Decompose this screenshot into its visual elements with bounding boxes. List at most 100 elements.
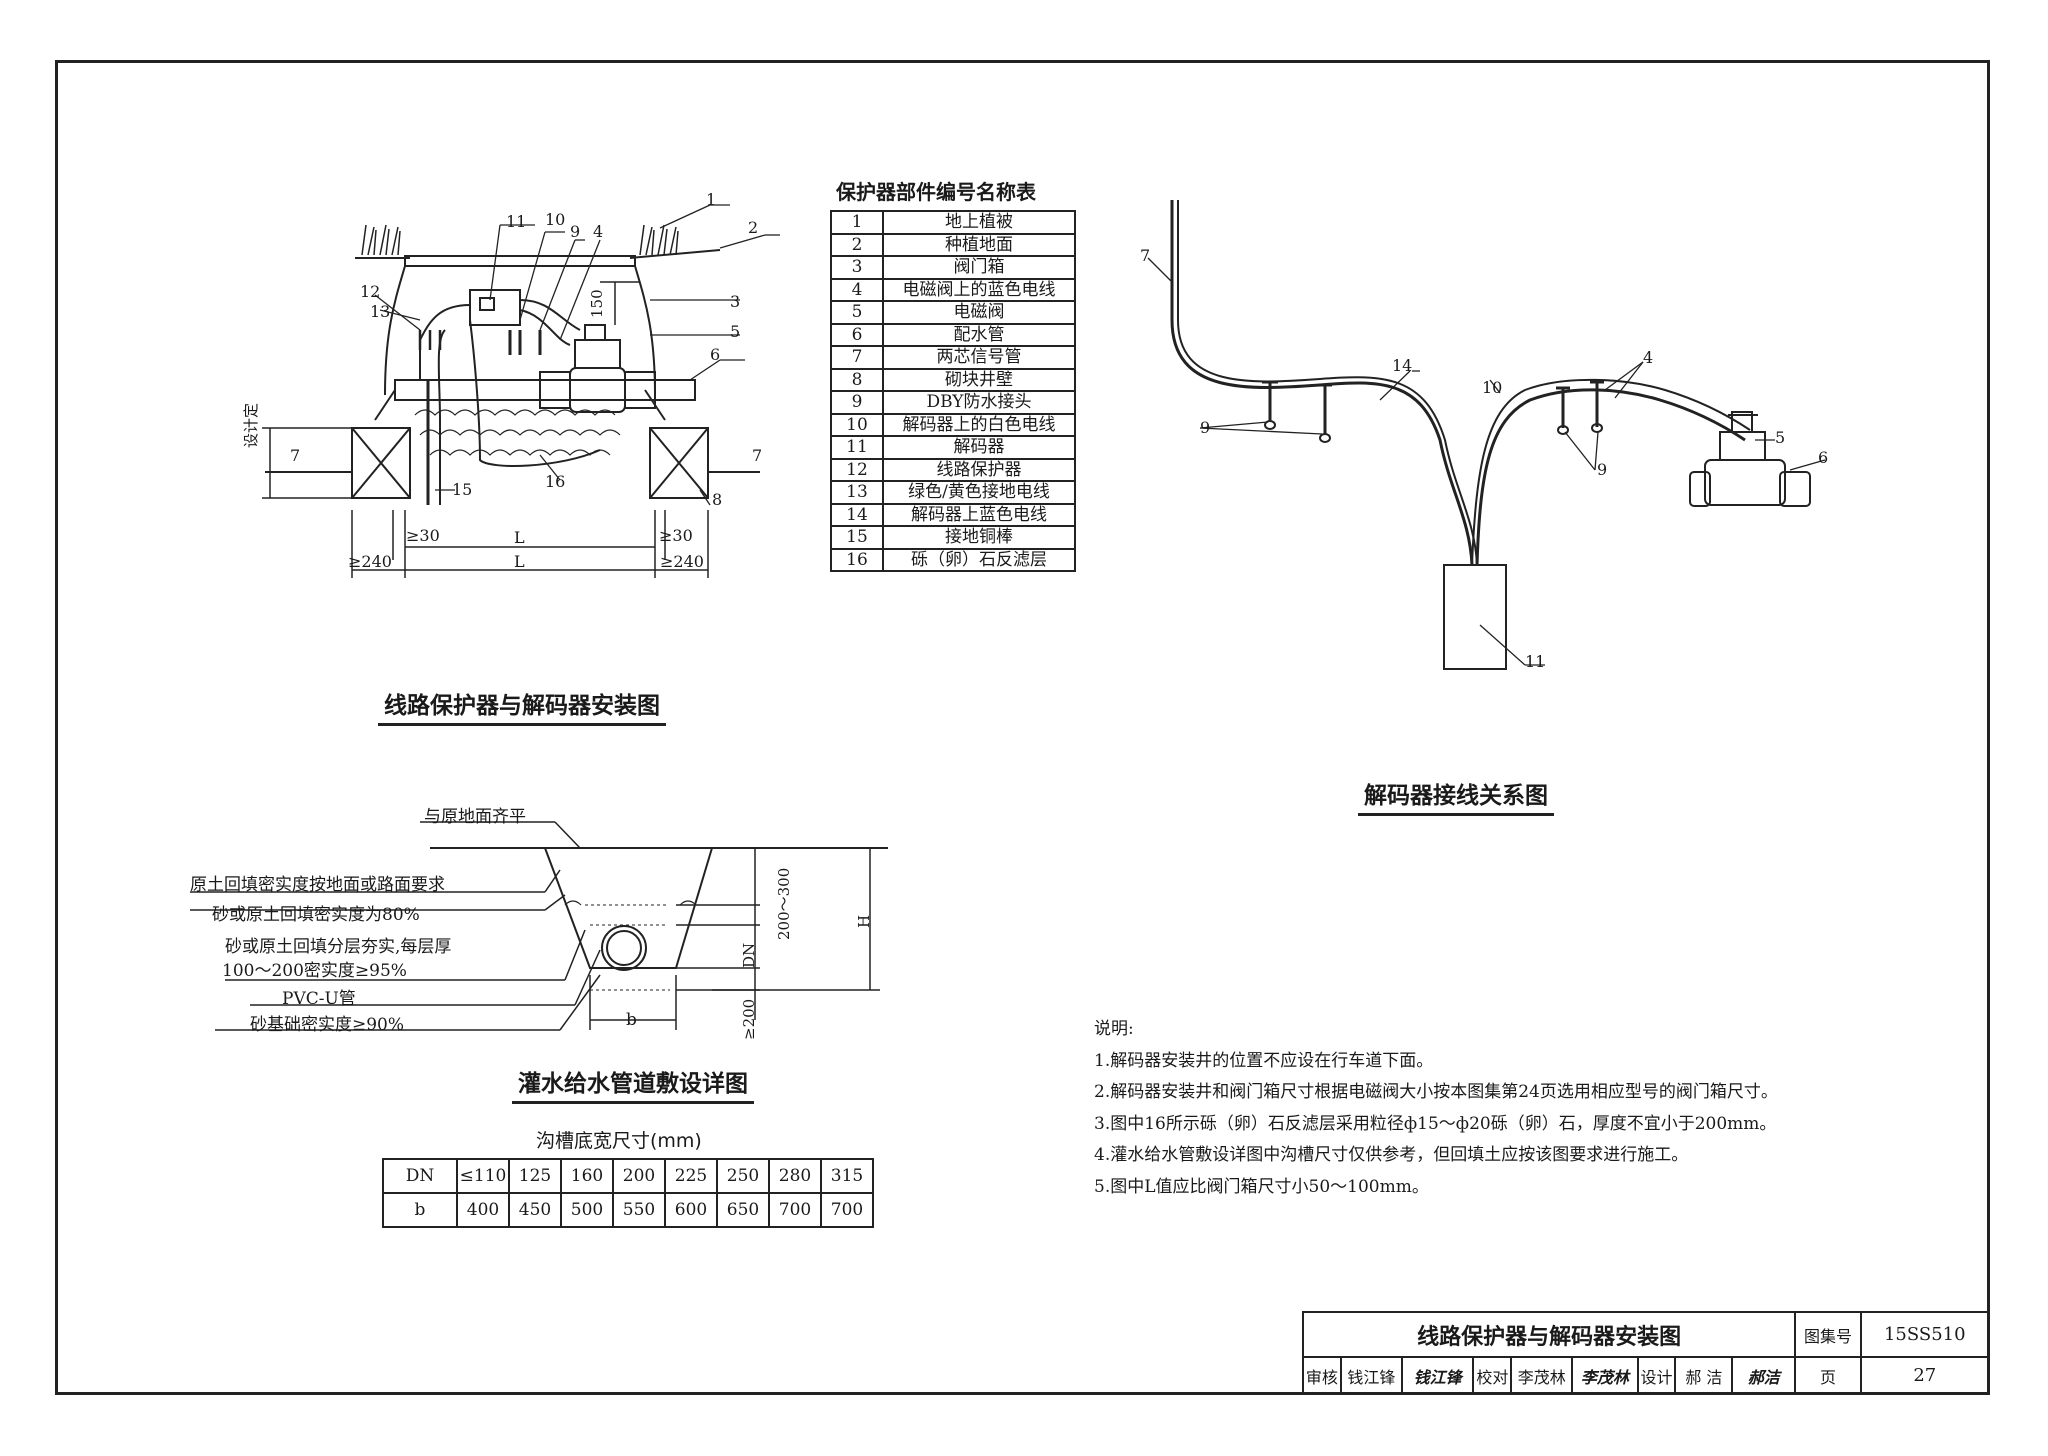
part-name: 接地铜棒: [882, 525, 1076, 550]
size-dn-cell: ≤110: [456, 1158, 510, 1194]
dim-b: b: [626, 1010, 637, 1030]
label-pvc-pipe: PVC-U管: [282, 989, 356, 1009]
check-label: 校对: [1472, 1356, 1513, 1395]
part-name: 解码器上的白色电线: [882, 412, 1076, 437]
part-number: 7: [830, 345, 884, 370]
part-number: 16: [830, 547, 884, 572]
note-item: 5.图中L值应比阀门箱尺寸小50～100mm。: [1094, 1176, 1429, 1197]
part-name: 砌块井壁: [882, 367, 1076, 392]
install-drawing: [262, 204, 780, 578]
wiring-callout-9-left: 9: [1200, 418, 1211, 437]
part-name: 解码器上蓝色电线: [882, 502, 1076, 527]
label-ground-level: 与原地面齐平: [424, 807, 526, 827]
parts-table-title: 保护器部件编号名称表: [836, 180, 1036, 204]
size-b-cell: 550: [612, 1192, 666, 1228]
dim-240-left: ≥240: [348, 552, 392, 571]
note-item: 4.灌水给水管敷设详图中沟槽尺寸仅供参考，但回填土应按该图要求进行施工。: [1094, 1145, 1689, 1165]
part-number: 9: [830, 390, 884, 415]
size-b-cell: 650: [716, 1192, 770, 1228]
part-number: 5: [830, 300, 884, 325]
size-table-title: 沟槽底宽尺寸(mm): [536, 1130, 702, 1152]
callout-12: 12: [360, 282, 381, 301]
wiring-callout-6: 6: [1818, 448, 1829, 467]
dim-30-right: ≥30: [659, 526, 693, 545]
size-dn-cell: 160: [560, 1158, 614, 1194]
size-dn-cell: 225: [664, 1158, 718, 1194]
caption-wiring: 解码器接线关系图: [1358, 776, 1554, 816]
part-number: 3: [830, 255, 884, 280]
part-number: 2: [830, 232, 884, 257]
part-number: 12: [830, 457, 884, 482]
part-name: 解码器: [882, 435, 1076, 460]
callout-1: 1: [706, 190, 717, 209]
callout-2: 2: [748, 218, 759, 237]
callout-13: 13: [370, 302, 391, 321]
part-number: 6: [830, 322, 884, 347]
part-number: 4: [830, 277, 884, 302]
design-label: 设计: [1636, 1356, 1677, 1395]
label-backfill-1: 原土回填密实度按地面或路面要求: [190, 875, 445, 895]
callout-15: 15: [452, 480, 473, 499]
size-table-dn-header: DN: [382, 1158, 458, 1194]
callout-7-right: 7: [752, 446, 763, 465]
side-dim-label: 设计定: [242, 402, 260, 448]
callout-16: 16: [545, 472, 566, 491]
size-dn-cell: 280: [768, 1158, 822, 1194]
note-item: 2.解码器安装井和阀门箱尺寸根据电磁阀大小按本图集第24页选用相应型号的阀门箱尺…: [1094, 1082, 1778, 1102]
dim-240-right: ≥240: [660, 552, 704, 571]
vegetation: [361, 224, 679, 256]
drawing-frame: [55, 60, 1990, 1395]
callout-6: 6: [710, 345, 721, 364]
wiring-callout-9-right: 9: [1597, 460, 1608, 479]
pipe-trench-drawing: [190, 821, 888, 1031]
dim-L-top: L: [514, 528, 525, 547]
atlas-number: 15SS510: [1859, 1310, 1991, 1359]
part-name: 线路保护器: [882, 457, 1076, 482]
callout-9: 9: [570, 222, 581, 241]
caption-pipe: 灌水给水管道敷设详图: [512, 1064, 754, 1104]
part-name: 砾（卵）石反滤层: [882, 547, 1076, 572]
label-backfill-3b: 100～200密实度≥95%: [222, 961, 407, 981]
wiring-callout-11: 11: [1525, 652, 1546, 671]
callout-3: 3: [730, 292, 741, 311]
part-number: 8: [830, 367, 884, 392]
wiring-callout-10: 10: [1482, 378, 1503, 397]
label-backfill-2: 砂或原土回填密实度为80%: [212, 905, 420, 925]
dim-h: H: [855, 914, 873, 928]
dim-L-bottom: L: [514, 552, 525, 571]
callout-7-left: 7: [290, 446, 301, 465]
reviewer-signature: 钱江锋: [1400, 1356, 1475, 1395]
wiring-callout-7: 7: [1140, 246, 1151, 265]
dim-200-bottom: ≥200: [740, 998, 758, 1040]
dim-dn: DN: [740, 942, 758, 968]
callout-10: 10: [545, 210, 566, 229]
size-b-cell: 500: [560, 1192, 614, 1228]
callout-11: 11: [506, 212, 527, 231]
size-dn-cell: 200: [612, 1158, 666, 1194]
review-label: 审核: [1302, 1356, 1342, 1395]
wiring-drawing: [1147, 200, 1826, 670]
part-name: 配水管: [882, 322, 1076, 347]
part-name: 地上植被: [882, 210, 1076, 235]
notes: 说明: 1.解码器安装井的位置不应设在行车道下面。 2.解码器安装井和阀门箱尺寸…: [1094, 1014, 1778, 1203]
label-sand-base: 砂基础密实度≥90%: [250, 1015, 405, 1035]
callout-8: 8: [712, 490, 723, 509]
part-number: 15: [830, 525, 884, 550]
page-label: 页: [1794, 1356, 1862, 1395]
dim-30-left: ≥30: [406, 526, 440, 545]
wiring-callout-4: 4: [1643, 348, 1654, 367]
note-item: 3.图中16所示砾（卵）石反滤层采用粒径ф15～ф20砾（卵）石，厚度不宜小于2…: [1094, 1113, 1777, 1134]
